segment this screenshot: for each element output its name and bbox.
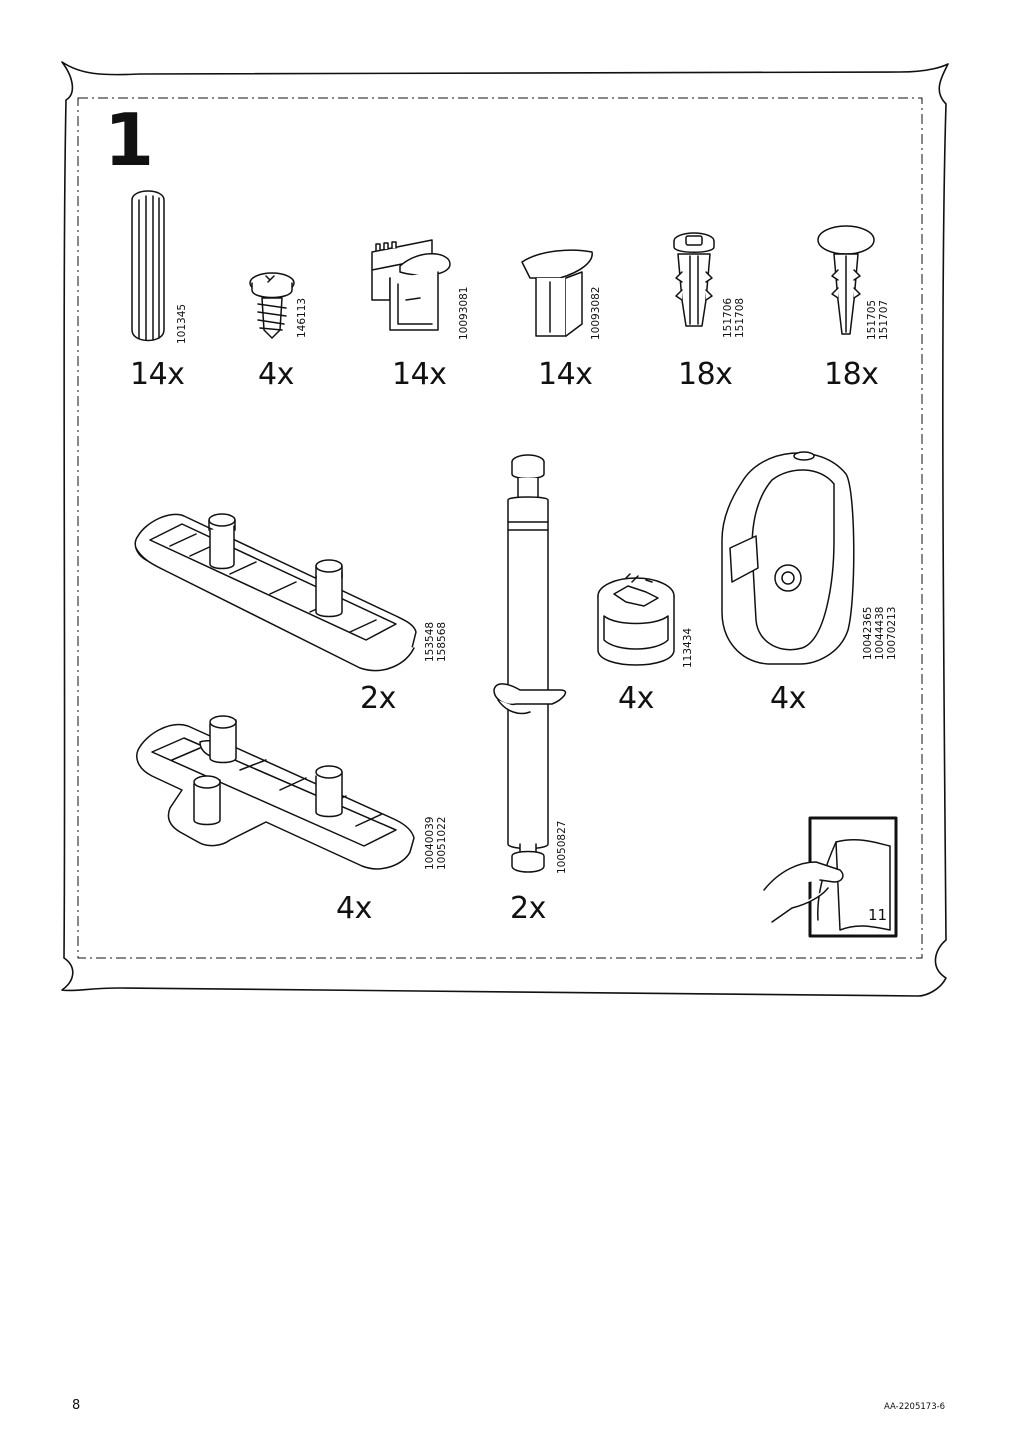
part-code-shelf-clip-toothed: 10093081 (458, 286, 470, 340)
page-turn-target: 11 (868, 906, 888, 924)
part-code-expansion-plug: 151706 151708 (722, 297, 747, 338)
shelf-clip-toothed-icon (371, 239, 451, 331)
quantity-t-connector-bracket: 4x (336, 891, 372, 926)
quantity-shelf-clip: 14x (538, 357, 593, 392)
part-code-cam-lock: 113434 (682, 627, 694, 668)
quantity-shelf-clip-toothed: 14x (392, 357, 447, 392)
quantity-screw: 4x (258, 357, 294, 392)
straight-connector-bracket-icon (134, 513, 417, 672)
cam-lock-icon (597, 573, 675, 666)
quantity-wooden-dowel: 14x (130, 357, 185, 392)
shelf-clip-icon (521, 249, 593, 337)
quantity-connector-bolt: 2x (510, 891, 546, 926)
page-number: 8 (72, 1398, 81, 1413)
part-code-t-connector-bracket: 10040039 10051022 (424, 816, 449, 870)
expansion-plug-icon (673, 232, 715, 327)
part-code-screw: 146113 (296, 297, 308, 338)
part-code-connector-bolt: 10050827 (556, 820, 568, 874)
rail-holder-icon (721, 451, 855, 665)
part-code-wooden-dowel: 101345 (176, 303, 188, 344)
parts-bag-outline (61, 61, 949, 997)
document-reference: AA-2205173-6 (884, 1402, 946, 1412)
dashed-border (77, 97, 923, 959)
t-connector-bracket-icon (136, 715, 415, 870)
screw-icon (249, 272, 295, 339)
part-code-rail-holder: 10042365 10044438 10070213 (862, 606, 899, 660)
page-turn-icon (763, 816, 898, 938)
push-pin-icon (817, 225, 875, 335)
part-code-shelf-clip: 10093082 (590, 286, 602, 340)
step-number: 1 (104, 98, 155, 182)
quantity-straight-connector-bracket: 2x (360, 681, 396, 716)
quantity-expansion-plug: 18x (678, 357, 733, 392)
quantity-push-pin: 18x (824, 357, 879, 392)
quantity-rail-holder: 4x (770, 681, 806, 716)
part-code-straight-connector-bracket: 153548 158568 (424, 621, 449, 662)
wooden-dowel-icon (131, 190, 165, 342)
quantity-cam-lock: 4x (618, 681, 654, 716)
part-code-push-pin: 151705 151707 (866, 299, 891, 340)
connector-bolt-icon (493, 454, 567, 873)
